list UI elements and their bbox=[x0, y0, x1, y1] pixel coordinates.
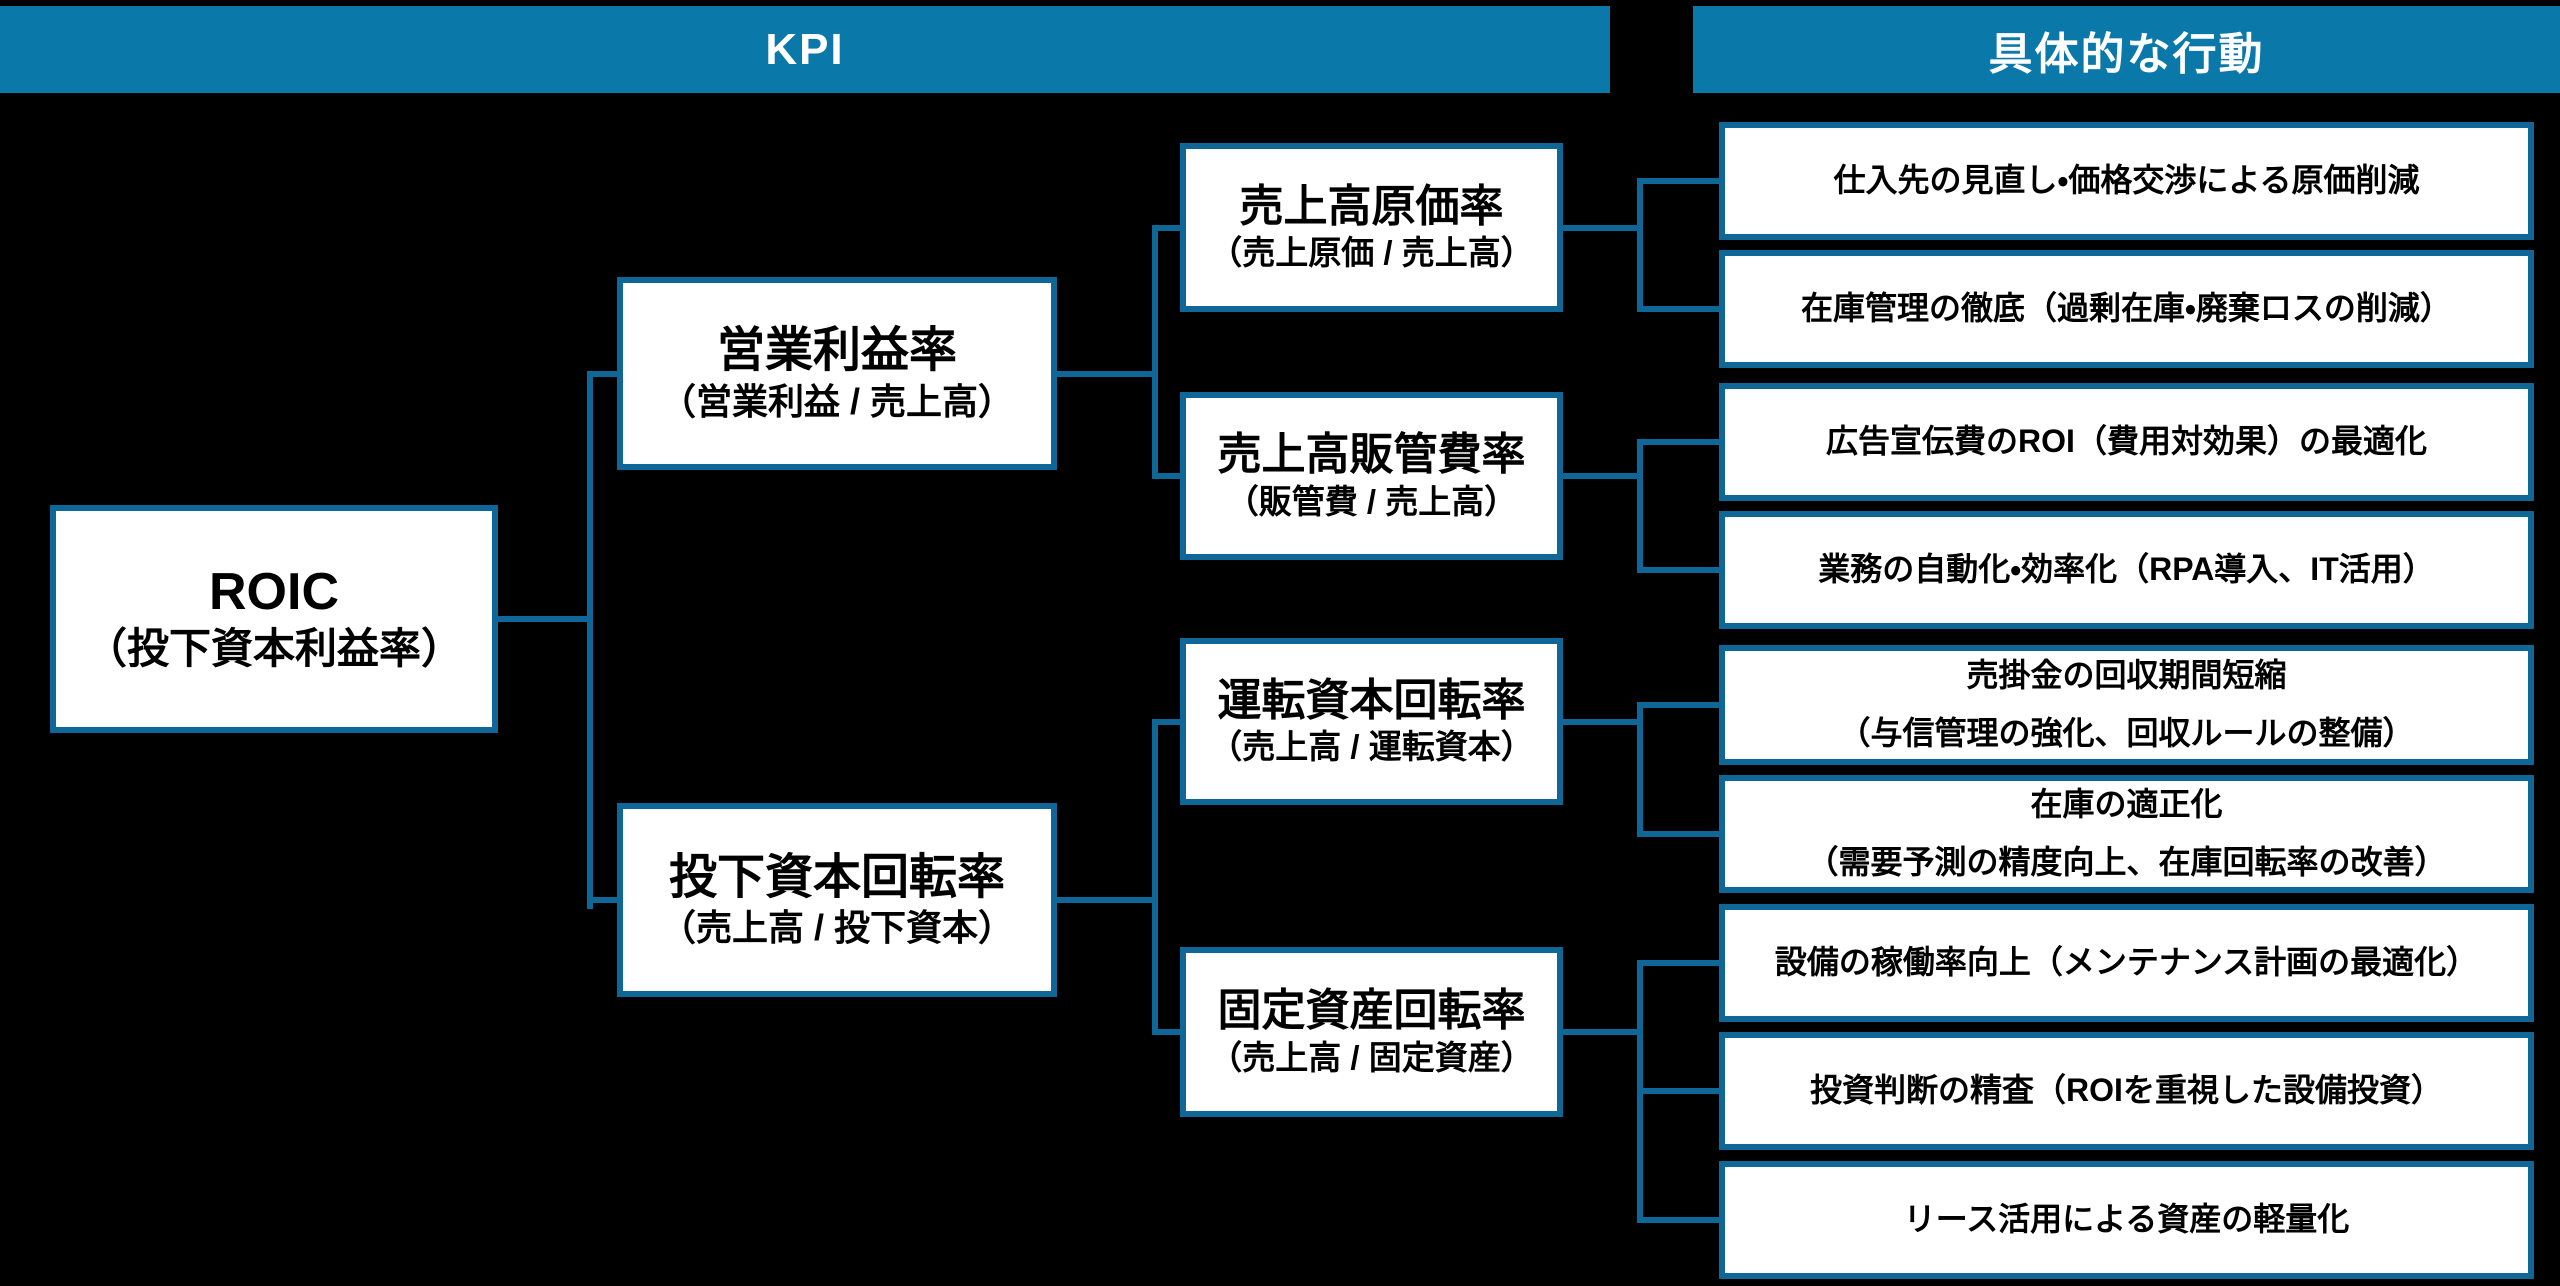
node-title: 運転資本回転率 bbox=[1217, 675, 1526, 725]
kpi-header-bar: KPI bbox=[0, 6, 1610, 93]
node-title: 売上高販管費率 bbox=[1217, 430, 1526, 480]
action-box-1: 仕入先の見直し・価格交渉による原価削減 bbox=[1719, 122, 2534, 240]
node-subtitle: （売上高 / 投下資本） bbox=[659, 907, 1014, 949]
action-text: 投資判断の精査（ROIを重視した設備投資） bbox=[1810, 1072, 2443, 1109]
node-operating-margin: 営業利益率 （営業利益 / 売上高） bbox=[617, 277, 1057, 470]
node-subtitle: （販管費 / 売上高） bbox=[1225, 482, 1518, 520]
connector-line bbox=[1637, 1217, 1719, 1223]
actions-header-label: 具体的な行動 bbox=[1988, 29, 2265, 79]
action-text: （需要予測の精度向上、在庫回転率の改善） bbox=[1806, 844, 2447, 880]
connector-line bbox=[1563, 473, 1640, 479]
connector-line bbox=[1152, 473, 1180, 479]
node-title: 営業利益率 bbox=[716, 324, 957, 378]
connector-line bbox=[1637, 567, 1719, 573]
connector-line bbox=[1057, 897, 1155, 903]
action-text: 設備の稼働率向上（メンテナンス計画の最適化） bbox=[1774, 944, 2479, 981]
node-subtitle: （営業利益 / 売上高） bbox=[659, 380, 1014, 422]
action-box-6: 在庫の適正化 （需要予測の精度向上、在庫回転率の改善） bbox=[1719, 775, 2534, 893]
node-title: 売上高原価率 bbox=[1239, 181, 1504, 231]
node-subtitle: （投下資本利益率） bbox=[84, 624, 463, 672]
connector-line bbox=[1637, 960, 1719, 966]
node-sga-ratio: 売上高販管費率 （販管費 / 売上高） bbox=[1180, 392, 1563, 560]
action-text: 仕入先の見直し・価格交渉による原価削減 bbox=[1833, 162, 2420, 199]
connector-line bbox=[1637, 439, 1643, 573]
connector-line bbox=[498, 616, 590, 622]
node-title: ROIC bbox=[209, 562, 339, 621]
connector-line bbox=[1637, 1088, 1719, 1094]
action-box-8: 投資判断の精査（ROIを重視した設備投資） bbox=[1719, 1032, 2534, 1150]
action-text: リース活用による資産の軽量化 bbox=[1903, 1201, 2350, 1238]
action-box-7: 設備の稼働率向上（メンテナンス計画の最適化） bbox=[1719, 904, 2534, 1022]
node-invested-capital-turnover: 投下資本回転率 （売上高 / 投下資本） bbox=[617, 803, 1057, 997]
connector-line bbox=[1563, 225, 1640, 231]
connector-line bbox=[1637, 831, 1719, 837]
action-text: 業務の自動化・効率化（RPA導入、IT活用） bbox=[1818, 551, 2435, 588]
connector-line bbox=[587, 371, 593, 909]
connector-line bbox=[1637, 178, 1643, 312]
action-text: 在庫管理の徹底（過剰在庫・廃棄ロスの削減） bbox=[1801, 290, 2452, 327]
connector-line bbox=[1563, 1029, 1640, 1035]
action-text: 在庫の適正化 bbox=[2030, 786, 2223, 823]
node-cogs-ratio: 売上高原価率 （売上原価 / 売上高） bbox=[1180, 143, 1563, 312]
connector-line bbox=[1152, 1029, 1180, 1035]
node-title: 固定資産回転率 bbox=[1217, 986, 1526, 1036]
connector-line bbox=[1563, 719, 1640, 725]
node-subtitle: （売上原価 / 売上高） bbox=[1209, 234, 1534, 272]
actions-header-bar: 具体的な行動 bbox=[1693, 6, 2560, 93]
connector-line bbox=[1637, 306, 1719, 312]
connector-line bbox=[1152, 225, 1180, 231]
action-box-9: リース活用による資産の軽量化 bbox=[1719, 1161, 2534, 1279]
node-subtitle: （売上高 / 固定資産） bbox=[1209, 1038, 1534, 1076]
action-box-5: 売掛金の回収期間短縮 （与信管理の強化、回収ルールの整備） bbox=[1719, 645, 2534, 765]
node-fixed-asset-turnover: 固定資産回転率 （売上高 / 固定資産） bbox=[1180, 947, 1563, 1117]
action-box-4: 業務の自動化・効率化（RPA導入、IT活用） bbox=[1719, 511, 2534, 629]
action-text: 売掛金の回収期間短縮 bbox=[1966, 657, 2287, 694]
action-box-3: 広告宣伝費のROI（費用対効果）の最適化 bbox=[1719, 383, 2534, 501]
node-roic: ROIC （投下資本利益率） bbox=[50, 505, 498, 733]
node-title: 投下資本回転率 bbox=[668, 850, 1005, 904]
connector-line bbox=[1637, 702, 1643, 837]
action-text: 広告宣伝費のROI（費用対効果）の最適化 bbox=[1826, 423, 2427, 460]
connector-line bbox=[1637, 178, 1719, 184]
connector-line bbox=[587, 371, 617, 377]
node-working-capital-turnover: 運転資本回転率 （売上高 / 運転資本） bbox=[1180, 638, 1563, 805]
connector-line bbox=[1152, 719, 1180, 725]
connector-line bbox=[1637, 439, 1719, 445]
connector-line bbox=[1152, 225, 1158, 479]
node-subtitle: （売上高 / 運転資本） bbox=[1209, 728, 1534, 766]
connector-line bbox=[1637, 702, 1719, 708]
connector-line bbox=[587, 897, 617, 903]
action-box-2: 在庫管理の徹底（過剰在庫・廃棄ロスの削減） bbox=[1719, 250, 2534, 368]
connector-line bbox=[1152, 719, 1158, 1035]
connector-line bbox=[1057, 371, 1155, 377]
action-text: （与信管理の強化、回収ルールの整備） bbox=[1838, 715, 2415, 751]
kpi-header-label: KPI bbox=[765, 24, 845, 74]
